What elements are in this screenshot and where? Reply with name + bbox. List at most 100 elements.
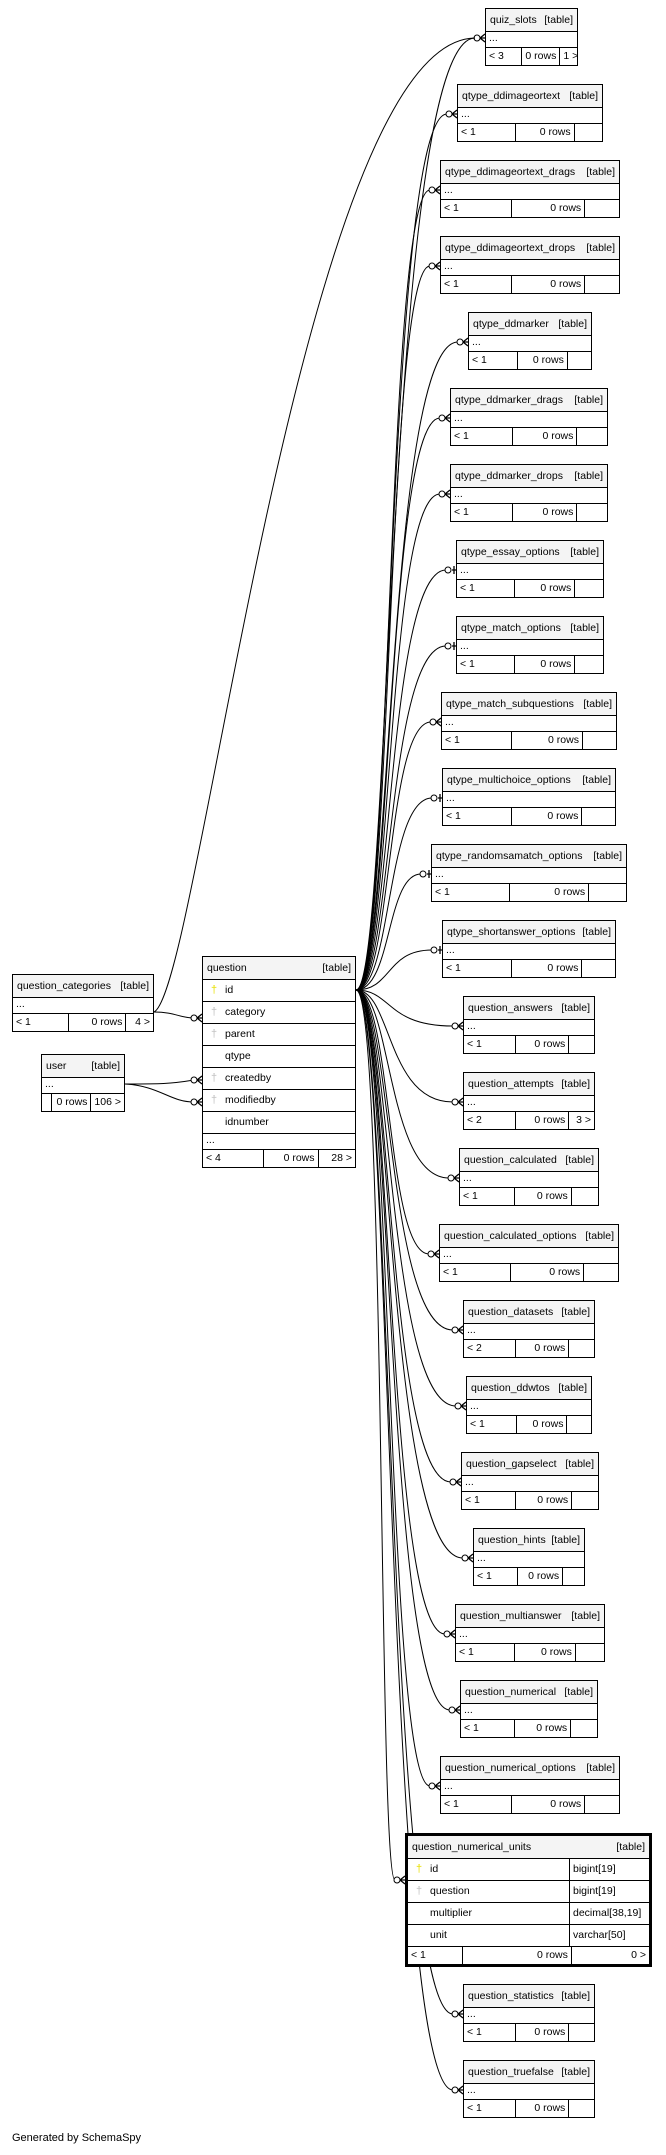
parents-count[interactable]: < 1 [13,1014,69,1031]
parents-count[interactable]: < 1 [462,1492,517,1509]
parents-count[interactable] [42,1094,52,1111]
column-row[interactable]: †qtype [203,1046,355,1068]
children-count[interactable] [569,2100,594,2117]
children-count[interactable] [569,1036,594,1053]
parents-count[interactable]: < 1 [461,1720,516,1737]
children-count[interactable] [563,1568,584,1585]
parents-count[interactable]: < 1 [442,732,512,749]
children-count[interactable] [582,960,615,977]
parents-count[interactable]: < 1 [443,808,512,825]
parents-count[interactable]: < 1 [440,1264,512,1281]
parents-count[interactable]: < 1 [464,1036,516,1053]
children-count[interactable] [575,580,603,597]
parents-count[interactable]: < 1 [474,1568,518,1585]
column-row[interactable]: †id [203,980,355,1002]
parents-count[interactable]: < 2 [464,1340,516,1357]
children-count[interactable]: 4 > [135,1016,150,1028]
children-count[interactable]: 0 > [631,1949,646,1961]
parents-count[interactable]: < 2 [464,1112,516,1129]
parents-count[interactable]: < 1 [458,124,516,141]
parents-count[interactable]: < 1 [443,960,512,977]
children-count[interactable] [577,428,607,445]
children-count[interactable] [571,1720,597,1737]
parents-count[interactable]: < 4 [203,1150,264,1167]
table-qtype-randomsamatch-options[interactable]: qtype_randomsamatch_options[table]...< 1… [431,844,627,902]
children-count[interactable] [585,200,619,217]
parents-count[interactable]: < 1 [464,2100,516,2117]
parents-count[interactable]: < 1 [460,1188,516,1205]
children-count[interactable] [575,124,602,141]
children-count[interactable]: 28 > [331,1152,352,1164]
parents-count[interactable]: < 1 [408,1947,464,1964]
children-count[interactable] [584,1264,618,1281]
children-count[interactable]: 1 > [563,50,579,62]
column-row[interactable]: †createdby [203,1068,355,1090]
parents-count[interactable]: < 1 [457,656,516,673]
children-count[interactable] [582,808,615,825]
parents-count[interactable]: < 1 [441,1796,513,1813]
children-count[interactable] [572,1492,598,1509]
parents-count[interactable]: < 1 [469,352,518,369]
parents-count[interactable]: < 1 [464,2024,516,2041]
children-count[interactable] [572,1188,598,1205]
children-count[interactable] [576,1644,604,1661]
parents-count[interactable]: < 1 [467,1416,517,1433]
column-row[interactable]: †idnumber [203,1112,355,1134]
table-question-calculated-options[interactable]: question_calculated_options[table]...< 1… [439,1224,619,1282]
parents-count[interactable]: < 1 [456,1644,516,1661]
parents-count[interactable]: < 1 [441,200,513,217]
parents-count[interactable]: < 1 [441,276,513,293]
parents-count[interactable]: < 1 [432,884,510,901]
parents-count[interactable]: < 3 [486,48,523,65]
children-count[interactable]: 3 > [576,1114,591,1126]
children-count[interactable]: 106 > [94,1096,121,1108]
children-count[interactable] [569,2024,594,2041]
children-count[interactable] [577,504,607,521]
children-count[interactable] [589,884,626,901]
children-count[interactable] [567,1416,591,1433]
children-count[interactable] [585,1796,619,1813]
children-count[interactable] [585,276,619,293]
parents-count[interactable]: < 1 [451,504,514,521]
column-row[interactable]: †parent [203,1024,355,1046]
parents-count[interactable]: < 1 [451,428,514,445]
column-row[interactable]: †modifiedby [203,1090,355,1112]
children-count[interactable] [569,1340,594,1357]
parents-count[interactable]: < 1 [457,580,516,597]
children-count[interactable] [568,352,591,369]
table-question[interactable]: question[table] †id†category†parent†qtyp… [202,956,356,1168]
children-count[interactable] [575,656,603,673]
column-row[interactable]: †category [203,1002,355,1024]
children-count[interactable] [583,732,616,749]
